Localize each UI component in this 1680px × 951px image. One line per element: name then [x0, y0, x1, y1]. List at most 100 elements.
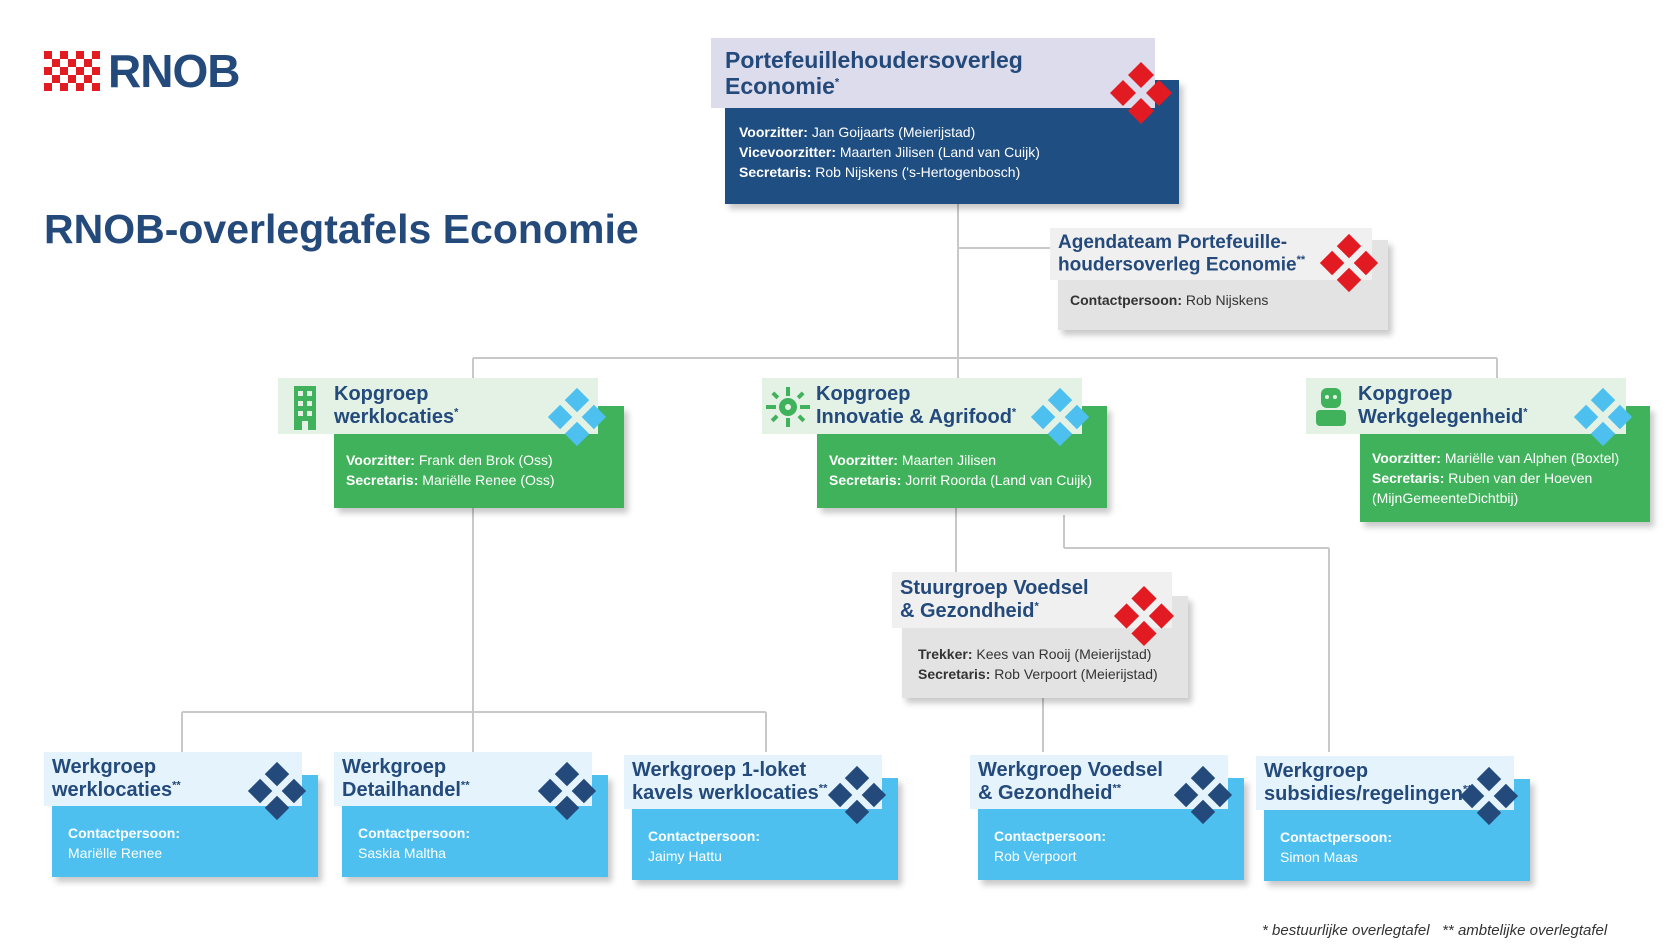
- top-row-voorzitter: Voorzitter: Jan Goijaarts (Meierijstad): [739, 122, 1040, 142]
- kop3-row: (MijnGemeenteDichtbij): [1372, 488, 1619, 508]
- title-line: Werkgelegenheid: [1358, 406, 1524, 428]
- row-label: Trekker:: [918, 646, 973, 662]
- rnob-logo: RNOB: [44, 48, 240, 94]
- title-line: kavels werklocaties: [632, 782, 819, 804]
- row-value: Kees van Rooij (Meierijstad): [976, 646, 1152, 662]
- title-line: Werkgroep: [342, 756, 447, 778]
- row-value: Rob Verpoort (Meierijstad): [994, 666, 1158, 682]
- navy-diamond-icon: [1173, 765, 1233, 825]
- wg4-title: Werkgroep Voedsel & Gezondheid**: [978, 759, 1163, 805]
- navy-diamond-icon: [827, 765, 887, 825]
- title-line: Werkgroep: [52, 756, 157, 778]
- row-label: Contactpersoon:: [358, 825, 470, 841]
- top-title: Portefeuillehoudersoverleg Economie*: [725, 47, 1023, 100]
- row-label: Voorzitter:: [1372, 450, 1441, 466]
- row-label: Contactpersoon:: [1280, 829, 1392, 845]
- row-value: Ruben van der Hoeven: [1448, 470, 1593, 486]
- row-value: Rob Verpoort: [994, 848, 1077, 864]
- kop3-title: Kopgroep Werkgelegenheid*: [1358, 383, 1528, 429]
- title-line: Kopgroep: [334, 383, 429, 405]
- footnote-mark: **: [818, 782, 828, 795]
- row-label: Secretaris:: [829, 472, 902, 488]
- red-diamond-icon: [1113, 585, 1175, 647]
- row-value: Frank den Brok (Oss): [418, 452, 553, 468]
- agenda-title: Agendateam Portefeuille- houdersoverleg …: [1058, 232, 1305, 276]
- navy-diamond-icon: [1459, 766, 1519, 826]
- title-line: Stuurgroep Voedsel: [900, 577, 1089, 599]
- checkered-logo-icon: [44, 51, 100, 91]
- row-label: Contactpersoon:: [68, 825, 180, 841]
- row-value: Jorrit Roorda (Land van Cuijk): [905, 472, 1093, 488]
- row-label: Contactpersoon:: [648, 828, 760, 844]
- footnote-mark: **: [1112, 782, 1122, 795]
- top-row-vicevoorzitter: Vicevoorzitter: Maarten Jilisen (Land va…: [739, 142, 1040, 162]
- title-line: werklocaties: [334, 406, 455, 428]
- kop1-row: Voorzitter: Frank den Brok (Oss): [346, 450, 555, 470]
- kop2-header: Kopgroep Innovatie & Agrifood*: [762, 378, 1082, 434]
- top-row-secretaris: Secretaris: Rob Nijskens ('s-Hertogenbos…: [739, 162, 1040, 182]
- kop3-row: Secretaris: Ruben van der Hoeven: [1372, 468, 1619, 488]
- navy-diamond-icon: [537, 761, 597, 821]
- row-value: Mariëlle Renee: [68, 845, 163, 861]
- kop2-title: Kopgroep Innovatie & Agrifood*: [816, 383, 1016, 429]
- title-line: Agendateam Portefeuille-: [1058, 231, 1288, 253]
- row-label: Secretaris:: [918, 666, 991, 682]
- stuur-row: Secretaris: Rob Verpoort (Meierijstad): [918, 664, 1158, 684]
- row-label: Contactpersoon:: [1070, 292, 1182, 308]
- wg2-title: Werkgroep Detailhandel**: [342, 756, 469, 802]
- row-label: Contactpersoon:: [994, 828, 1106, 844]
- footnote-mark: *: [1523, 406, 1528, 419]
- footnote-legend: * bestuurlijke overlegtafel ** ambtelijk…: [1262, 922, 1608, 939]
- row-value: Jaimy Hattu: [648, 848, 722, 864]
- row-value: Jan Goijaarts (Meierijstad): [811, 124, 976, 140]
- title-line: werklocaties: [52, 779, 173, 801]
- title-line: Portefeuillehoudersoverleg: [725, 46, 1023, 73]
- row-value: Rob Nijskens: [1185, 292, 1269, 308]
- row-value: Simon Maas: [1280, 849, 1358, 865]
- page-title: RNOB-overlegtafels Economie: [44, 206, 639, 252]
- title-line: Kopgroep: [816, 383, 911, 405]
- title-line: Detailhandel: [342, 779, 461, 801]
- row-value: (MijnGemeenteDichtbij): [1372, 490, 1519, 506]
- kop2-row: Voorzitter: Maarten Jilisen: [829, 450, 1092, 470]
- row-label: Secretaris:: [346, 472, 419, 488]
- footnote-mark: *: [1034, 600, 1039, 613]
- title-line: & Gezondheid: [978, 782, 1113, 804]
- row-label: Voorzitter:: [829, 452, 898, 468]
- row-value: Maarten Jilisen (Land van Cuijk): [839, 144, 1040, 160]
- top-header: Portefeuillehoudersoverleg Economie*: [711, 38, 1155, 108]
- light-blue-diamond-icon: [1030, 387, 1090, 447]
- row-value: Mariëlle Renee (Oss): [422, 472, 555, 488]
- title-line: Economie: [725, 73, 835, 99]
- building-icon: [294, 386, 316, 430]
- row-label: Voorzitter:: [346, 452, 415, 468]
- agenda-header: Agendateam Portefeuille- houdersoverleg …: [1050, 228, 1372, 280]
- kop2-row: Secretaris: Jorrit Roorda (Land van Cuij…: [829, 470, 1092, 490]
- kop1-header: Kopgroep werklocaties*: [278, 378, 598, 434]
- row-value: Maarten Jilisen: [901, 452, 997, 468]
- wg1-title: Werkgroep werklocaties**: [52, 756, 181, 802]
- kop3-header: Kopgroep Werkgelegenheid*: [1306, 378, 1626, 434]
- footnote-mark: **: [1296, 253, 1306, 266]
- title-line: Kopgroep: [1358, 383, 1453, 405]
- wg3-title: Werkgroep 1-loket kavels werklocaties**: [632, 759, 827, 805]
- footnote-mark: **: [172, 779, 181, 792]
- footnote-mark: *: [454, 406, 459, 419]
- footnote-mark: *: [834, 76, 840, 89]
- title-line: Innovatie & Agrifood: [816, 406, 1012, 428]
- person-icon: [1316, 388, 1346, 426]
- wg1-header: Werkgroep werklocaties**: [44, 752, 302, 806]
- title-line: Werkgroep: [1264, 760, 1369, 782]
- kop1-row: Secretaris: Mariëlle Renee (Oss): [346, 470, 555, 490]
- chip-icon: [766, 387, 810, 427]
- title-line: houdersoverleg Economie: [1058, 254, 1297, 276]
- title-line: Werkgroep 1-loket: [632, 759, 807, 781]
- kop3-row: Voorzitter: Mariëlle van Alphen (Boxtel): [1372, 448, 1619, 468]
- row-label: Secretaris:: [1372, 470, 1445, 486]
- red-diamond-icon: [1319, 233, 1379, 293]
- light-blue-diamond-icon: [1573, 387, 1633, 447]
- title-line: & Gezondheid: [900, 600, 1035, 622]
- row-label: Secretaris:: [739, 164, 812, 180]
- title-line: Werkgroep Voedsel: [978, 759, 1163, 781]
